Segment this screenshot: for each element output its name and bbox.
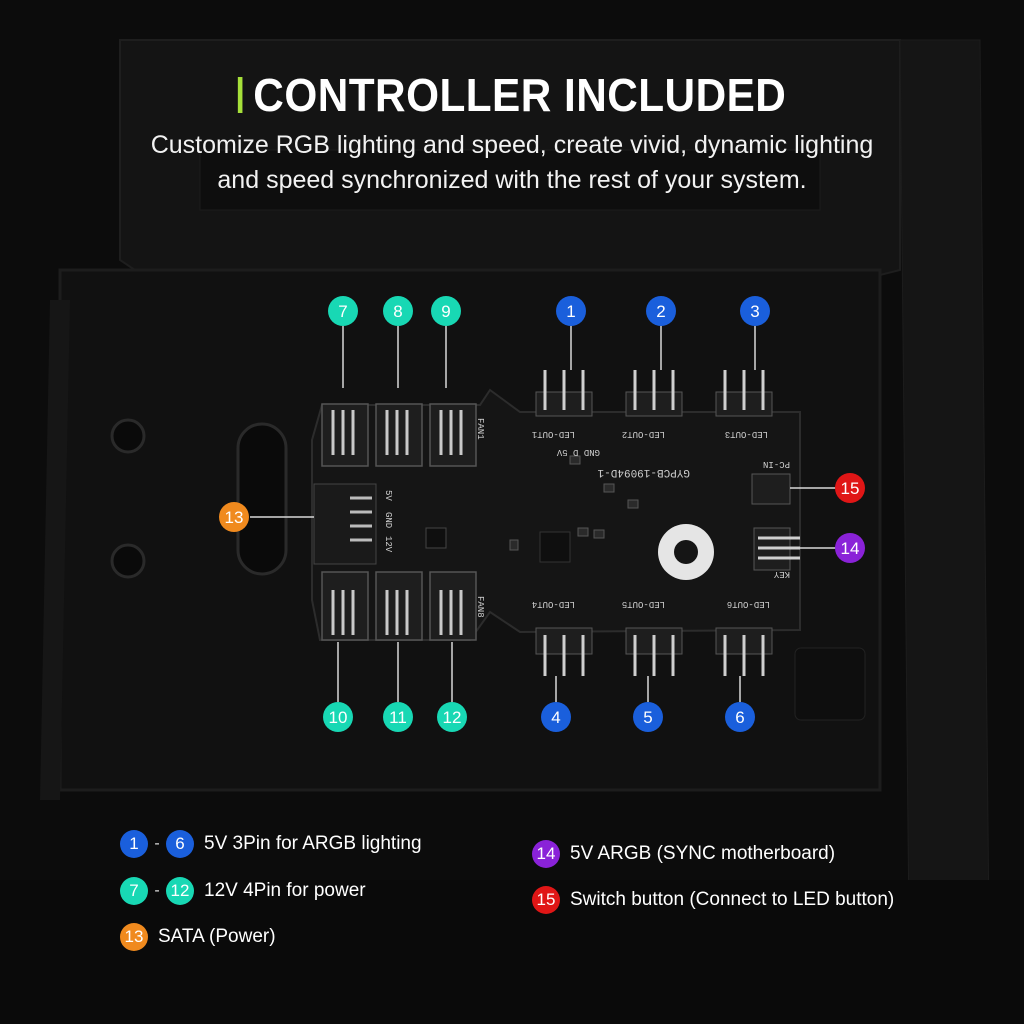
svg-text:12: 12 xyxy=(443,708,462,727)
callout-4: 4 xyxy=(541,702,571,732)
pcb-label-sata-12v: 12V xyxy=(383,536,393,553)
legend-power: 7 - 12 12V 4Pin for power xyxy=(120,877,366,905)
callout-3: 3 xyxy=(740,296,770,326)
callout-6: 6 xyxy=(725,702,755,732)
page-subtitle: Customize RGB lighting and speed, create… xyxy=(60,128,964,198)
fan-pins-top xyxy=(331,410,463,455)
legend-argb: 1 - 6 5V 3Pin for ARGB lighting xyxy=(120,830,422,858)
callout-14: 14 xyxy=(835,533,865,563)
fan-pins-bottom xyxy=(331,590,463,635)
pcb-label-pc-in: PC-IN xyxy=(763,459,790,469)
pcb-label-key: KEY xyxy=(773,569,790,579)
subtitle-line-1: Customize RGB lighting and speed, create… xyxy=(150,131,874,159)
svg-text:15: 15 xyxy=(841,479,860,498)
legend-power-from: 7 xyxy=(120,877,148,905)
pcb-label-led-out3: LED-OUT3 xyxy=(725,429,768,439)
callout-5: 5 xyxy=(633,702,663,732)
callout-10: 10 xyxy=(323,702,353,732)
legend-power-label: 12V 4Pin for power xyxy=(204,880,366,901)
legend-power-to: 12 xyxy=(166,877,194,905)
pcb-label-fan1: FAN1 xyxy=(475,418,485,440)
legend-argb-from: 1 xyxy=(120,830,148,858)
legend-sync-label: 5V ARGB (SYNC motherboard) xyxy=(570,843,836,864)
pcb-label-id: GYPCB-19094D-1 xyxy=(597,466,690,478)
fan-connectors-top xyxy=(321,403,477,467)
subtitle-line-2: and speed synchronized with the rest of … xyxy=(217,166,807,194)
pcb-label-pins: GND D 5V xyxy=(556,447,600,457)
svg-text:5: 5 xyxy=(643,708,652,727)
pcb-label-sata-gnd: GND xyxy=(383,512,393,528)
pcb-label-fan8: FAN8 xyxy=(475,596,485,618)
svg-text:10: 10 xyxy=(329,708,348,727)
pcb-label-sata-5v: 5V xyxy=(383,490,393,501)
pcb-label-led-out2: LED-OUT2 xyxy=(622,429,665,439)
leader-lines xyxy=(250,326,836,702)
callout-9: 9 xyxy=(431,296,461,326)
legend-switch: 15 Switch button (Connect to LED button) xyxy=(532,886,894,914)
pc-in-header xyxy=(751,473,791,505)
legend-sata: 13 SATA (Power) xyxy=(120,923,276,951)
callout-1: 1 xyxy=(556,296,586,326)
legend-sata-num: 13 xyxy=(120,923,148,951)
legend-switch-label: Switch button (Connect to LED button) xyxy=(570,889,895,910)
callout-13: 13 xyxy=(219,502,249,532)
svg-text:6: 6 xyxy=(735,708,744,727)
legend-switch-num: 15 xyxy=(532,886,560,914)
legend-sync: 14 5V ARGB (SYNC motherboard) xyxy=(532,840,835,868)
svg-text:2: 2 xyxy=(656,302,665,321)
svg-text:9: 9 xyxy=(441,302,450,321)
callout-11: 11 xyxy=(383,702,413,732)
svg-text:13: 13 xyxy=(225,508,244,527)
callout-2: 2 xyxy=(646,296,676,326)
pcb-label-led-out5: LED-OUT5 xyxy=(622,599,665,609)
legend-argb-to: 6 xyxy=(166,830,194,858)
fan-connectors-bottom xyxy=(321,571,477,641)
svg-text:7: 7 xyxy=(338,302,347,321)
page-title: CONTROLLER INCLUDED xyxy=(41,68,983,122)
callout-8: 8 xyxy=(383,296,413,326)
pcb-label-led-out6: LED-OUT6 xyxy=(727,599,770,609)
callout-7: 7 xyxy=(328,296,358,326)
legend-sata-label: SATA (Power) xyxy=(158,926,276,947)
ic-chip xyxy=(539,531,571,563)
title-accent-bar xyxy=(237,77,243,113)
svg-text:14: 14 xyxy=(841,539,860,558)
callout-12: 12 xyxy=(437,702,467,732)
svg-text:3: 3 xyxy=(750,302,759,321)
svg-text:11: 11 xyxy=(389,708,407,727)
legend-argb-dash: - xyxy=(154,835,160,852)
legend-argb-label: 5V 3Pin for ARGB lighting xyxy=(204,833,422,854)
legend-sync-num: 14 xyxy=(532,840,560,868)
pcb-label-led-out1: LED-OUT1 xyxy=(532,429,575,439)
svg-text:1: 1 xyxy=(566,302,575,321)
sata-connector xyxy=(313,483,377,565)
legend-power-dash: - xyxy=(154,882,160,899)
svg-text:4: 4 xyxy=(551,708,560,727)
pcb-label-led-out4: LED-OUT4 xyxy=(532,599,575,609)
title-text: CONTROLLER INCLUDED xyxy=(253,69,787,121)
svg-text:8: 8 xyxy=(393,302,402,321)
callout-15: 15 xyxy=(835,473,865,503)
